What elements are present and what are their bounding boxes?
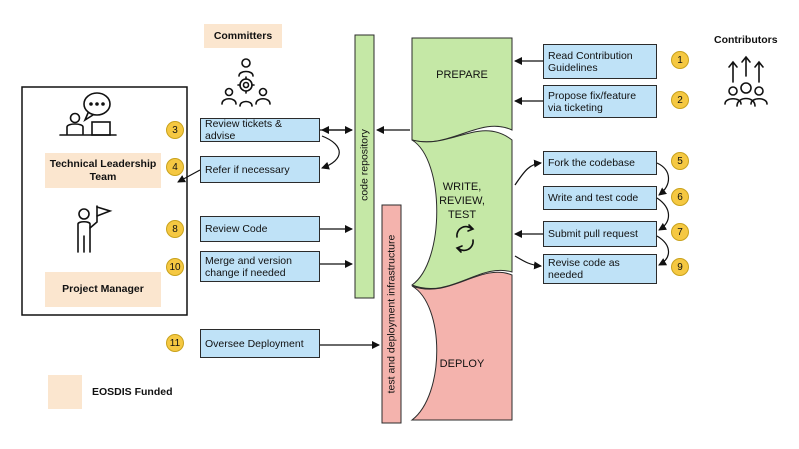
technical-leadership-label: Technical Leadership Team (45, 153, 161, 188)
arrow-fork-to-write (656, 162, 670, 196)
test-infra-pillar (381, 204, 402, 424)
step-fork: Fork the codebase (543, 151, 657, 175)
write-stage-label: WRITE, REVIEW, TEST (439, 181, 485, 221)
refresh-cycle-icon (455, 224, 475, 253)
test-infra-label: test and deployment infrastructure (385, 234, 398, 394)
team-up-icon (724, 55, 768, 107)
step-propose: Propose fix/feature via ticketing (543, 85, 657, 118)
step-merge: Merge and version change if needed (200, 251, 320, 282)
step-oversee-deployment: Oversee Deployment (200, 329, 320, 358)
arrow-write-to-submit (656, 197, 670, 231)
step-write-test: Write and test code (543, 186, 657, 210)
step-badge-1: 1 (671, 51, 689, 69)
arrow-to-fork (514, 159, 542, 186)
deploy-stage-label: DEPLOY (439, 358, 485, 370)
prepare-stage-label: PREPARE (436, 69, 488, 81)
arrow-stage-to-revise (514, 255, 542, 270)
step-badge-9: 9 (671, 258, 689, 276)
committers-icon (221, 58, 271, 107)
arrow-refer-to-leadership (177, 169, 201, 183)
code-repository-label: code repository (358, 129, 371, 201)
step-review-tickets: Review tickets & advise (200, 118, 320, 142)
deploy-stage-shape (410, 271, 513, 421)
step-badge-4: 4 (166, 158, 184, 176)
step-badge-7: 7 (671, 223, 689, 241)
funded-legend-label: EOSDIS Funded (92, 386, 173, 398)
step-badge-8: 8 (166, 220, 184, 238)
step-refer: Refer if necessary (200, 156, 320, 183)
step-review-code: Review Code (200, 216, 320, 242)
arrow-submit-to-revise (656, 235, 670, 266)
step-badge-6: 6 (671, 188, 689, 206)
prepare-stage-shape (411, 37, 513, 143)
funded-legend-swatch (48, 375, 82, 409)
contributors-label: Contributors (714, 34, 778, 46)
arrow-refer-curve (321, 135, 340, 170)
step-revise-code: Revise code as needed (543, 254, 657, 284)
committers-label: Committers (204, 24, 282, 48)
code-repository-pillar (354, 34, 375, 299)
flag-person-icon (77, 205, 113, 253)
step-badge-10: 10 (166, 258, 184, 276)
step-badge-5: 5 (671, 152, 689, 170)
presenter-icon (59, 92, 117, 136)
step-badge-11: 11 (166, 334, 184, 352)
step-submit-pr: Submit pull request (543, 221, 657, 247)
project-manager-label: Project Manager (45, 272, 161, 307)
step-badge-3: 3 (166, 121, 184, 139)
step-badge-2: 2 (671, 91, 689, 109)
step-read-guidelines: Read Contribution Guidelines (543, 44, 657, 79)
